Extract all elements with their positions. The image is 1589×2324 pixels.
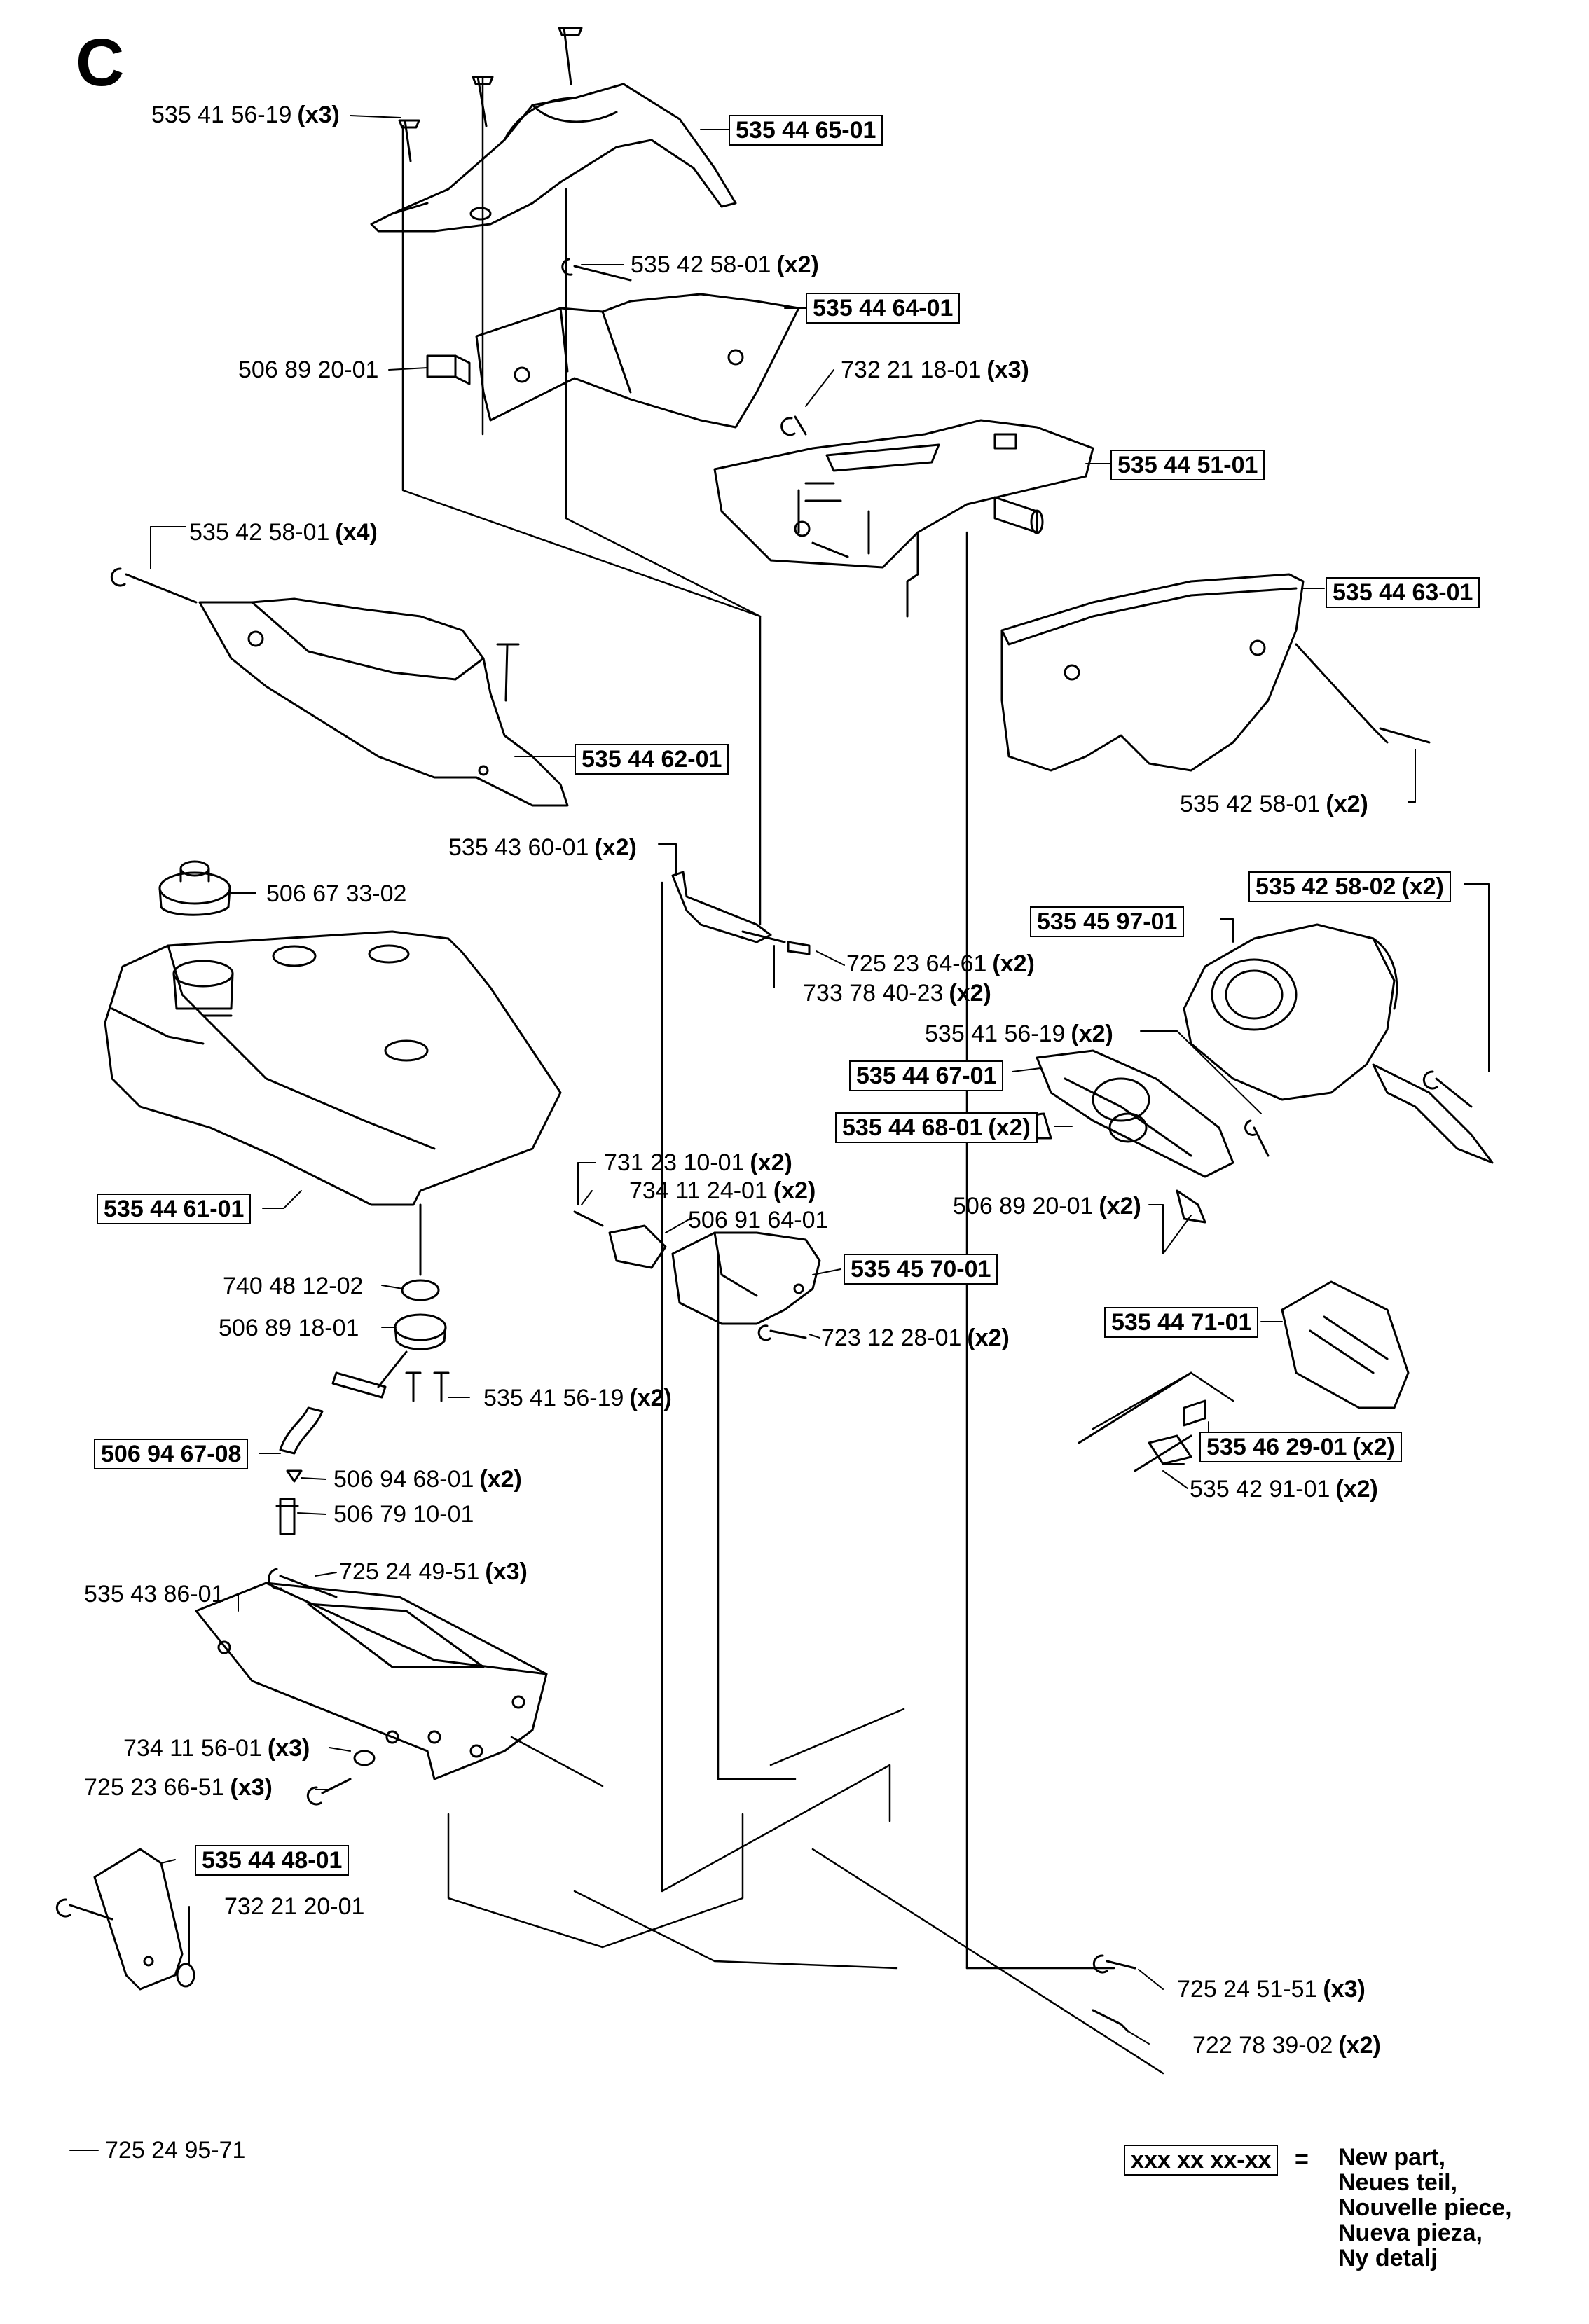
clip-part — [426, 354, 471, 385]
part-label: 506 89 20-01(x2) — [953, 1193, 1141, 1219]
part-label-new: 535 44 51-01 — [1110, 450, 1265, 480]
part-label: 535 42 91-01(x2) — [1190, 1476, 1378, 1502]
part-label: 535 41 56-19(x3) — [151, 102, 340, 128]
part-label: 734 11 56-01(x3) — [123, 1735, 310, 1762]
assembly-guide-lines — [401, 76, 1234, 2075]
part-label: 535 41 56-19(x2) — [925, 1021, 1113, 1047]
part-label: 535 42 58-01(x2) — [1180, 791, 1368, 817]
legend-line: Ny detalj — [1338, 2245, 1438, 2271]
fuel-cap-part — [158, 860, 231, 916]
legend-line: Nouvelle piece, — [1338, 2194, 1512, 2221]
part-label: 535 43 60-01(x2) — [448, 834, 637, 861]
part-label-new: 535 44 65-01 — [729, 115, 883, 146]
part-label: 506 79 10-01 — [333, 1501, 474, 1528]
screw-icon-group-top — [398, 27, 583, 162]
legend-equals: = — [1295, 2146, 1309, 2173]
part-label: 725 24 49-51(x3) — [339, 1558, 528, 1585]
part-label: 725 24 95-71 — [105, 2137, 246, 2164]
part-label: 506 94 68-01(x2) — [333, 1466, 522, 1493]
part-label-new: 506 94 67-08 — [94, 1439, 249, 1469]
part-label: 506 67 33-02 — [266, 880, 407, 907]
part-label: 722 78 39-02(x2) — [1192, 2032, 1381, 2059]
shaft-part — [993, 496, 1044, 534]
small-bracket-part — [671, 871, 811, 955]
cover-plate-part — [55, 1848, 195, 1991]
part-label: 734 11 24-01(x2) — [629, 1177, 816, 1204]
legend-code-box: xxx xx xx-xx — [1124, 2145, 1279, 2176]
lamp-hood-part — [1183, 923, 1494, 1164]
leader-lines — [69, 115, 1490, 2151]
part-label: 733 78 40-23(x2) — [803, 980, 991, 1007]
side-panel-part — [110, 567, 569, 807]
part-label: 535 41 56-19(x2) — [483, 1385, 672, 1411]
part-label: 535 42 58-01(x4) — [189, 519, 378, 546]
console-panel-part — [713, 415, 1094, 618]
bracket-part — [475, 258, 800, 429]
fuel-tank-part — [104, 930, 562, 1206]
part-label: 740 48 12-02 — [223, 1273, 364, 1299]
fuel-fittings-part — [275, 1203, 450, 1535]
part-label-new: 535 44 71-01 — [1104, 1307, 1259, 1338]
part-label: 506 91 64-01 — [688, 1207, 829, 1233]
part-label-new: 535 44 61-01 — [97, 1194, 252, 1224]
part-label: 732 21 20-01 — [224, 1893, 365, 1920]
section-letter: C — [76, 25, 125, 100]
part-label-new: 535 45 97-01 — [1030, 906, 1185, 937]
part-label: 535 42 58-01(x2) — [631, 251, 819, 278]
part-label: 732 21 18-01(x3) — [841, 357, 1029, 383]
part-label-new: 535 45 70-01 — [844, 1254, 998, 1285]
lens-part — [1078, 1280, 1410, 1472]
part-label-new: 535 44 64-01 — [806, 293, 961, 324]
legend-line: Nueva pieza, — [1338, 2220, 1483, 2246]
part-label-new: 535 44 62-01 — [575, 744, 729, 775]
part-label: 731 23 10-01(x2) — [604, 1149, 792, 1176]
tray-part — [195, 1568, 548, 1806]
long-bolt-part — [1092, 1954, 1136, 2033]
part-label: 723 12 28-01(x2) — [821, 1324, 1010, 1351]
part-label-new: 535 46 29-01(x2) — [1199, 1432, 1402, 1462]
part-label-new: 535 44 67-01 — [849, 1060, 1004, 1091]
part-label: 725 23 66-51(x3) — [84, 1774, 273, 1801]
side-cover-part — [1000, 573, 1431, 772]
part-label: 506 89 20-01 — [238, 357, 379, 383]
legend-line: New part, — [1338, 2144, 1446, 2171]
switch-bracket-part — [573, 1210, 821, 1341]
part-label-new: 535 44 48-01 — [195, 1845, 350, 1876]
part-label: 535 43 86-01 — [84, 1581, 225, 1607]
part-label-new: 535 44 63-01 — [1326, 577, 1480, 608]
part-label: 725 23 64-61(x2) — [846, 950, 1035, 977]
part-label-new: 535 42 58-02(x2) — [1248, 871, 1451, 902]
part-label: 506 89 18-01 — [219, 1315, 359, 1341]
top-cover-part — [370, 83, 737, 233]
legend-text: New part, Neues teil, Nouvelle piece, Nu… — [1338, 2145, 1512, 2271]
part-label: 725 24 51-51(x3) — [1177, 1976, 1366, 2003]
part-label-new: 535 44 68-01(x2) — [835, 1112, 1038, 1143]
legend-line: Neues teil, — [1338, 2169, 1458, 2196]
